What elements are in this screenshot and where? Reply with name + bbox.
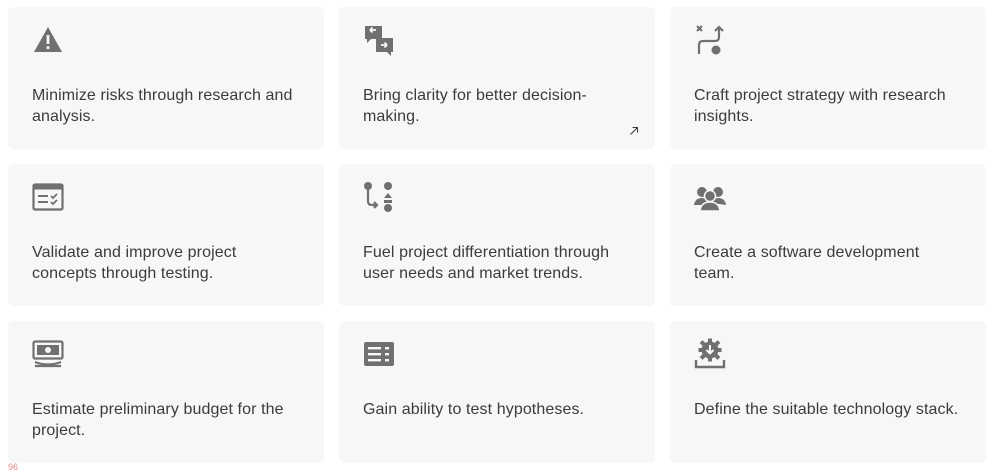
route-path-icon <box>694 24 726 56</box>
money-bill-icon <box>32 338 64 370</box>
branch-sort-icon <box>363 181 395 213</box>
feature-card-text: Gain ability to test hypotheses. <box>363 401 585 418</box>
feature-card-text: Bring clarity for better decision-making… <box>363 87 587 125</box>
feature-grid: Minimize risks through research and anal… <box>8 7 986 463</box>
checklist-window-icon <box>32 181 64 213</box>
feature-card-team: Create a software development team. <box>670 164 986 306</box>
feature-card-text: Validate and improve project concepts th… <box>32 244 237 282</box>
external-arrow-icon[interactable] <box>629 126 639 136</box>
feature-card-text: Create a software development team. <box>694 244 920 282</box>
swap-chat-icon <box>363 24 395 56</box>
feature-card-text: Craft project strategy with research ins… <box>694 87 946 125</box>
feature-card-validate: Validate and improve project concepts th… <box>8 164 324 306</box>
feature-card-text: Estimate preliminary budget for the proj… <box>32 401 284 439</box>
team-icon <box>694 181 726 213</box>
list-hypotheses-icon <box>363 338 395 370</box>
feature-card-strategy: Craft project strategy with research ins… <box>670 7 986 149</box>
feature-card-risks: Minimize risks through research and anal… <box>8 7 324 149</box>
feature-card-clarity[interactable]: Bring clarity for better decision-making… <box>339 7 655 149</box>
gear-download-icon <box>694 338 726 370</box>
page-number: 96 <box>8 462 19 472</box>
feature-card-differentiation: Fuel project differentiation through use… <box>339 164 655 306</box>
feature-card-tech-stack: Define the suitable technology stack. <box>670 321 986 463</box>
feature-card-hypotheses: Gain ability to test hypotheses. <box>339 321 655 463</box>
feature-card-text: Define the suitable technology stack. <box>694 401 959 418</box>
feature-card-text: Minimize risks through research and anal… <box>32 87 293 125</box>
feature-card-budget: Estimate preliminary budget for the proj… <box>8 321 324 463</box>
feature-card-text: Fuel project differentiation through use… <box>363 244 610 282</box>
warning-triangle-icon <box>32 24 64 56</box>
